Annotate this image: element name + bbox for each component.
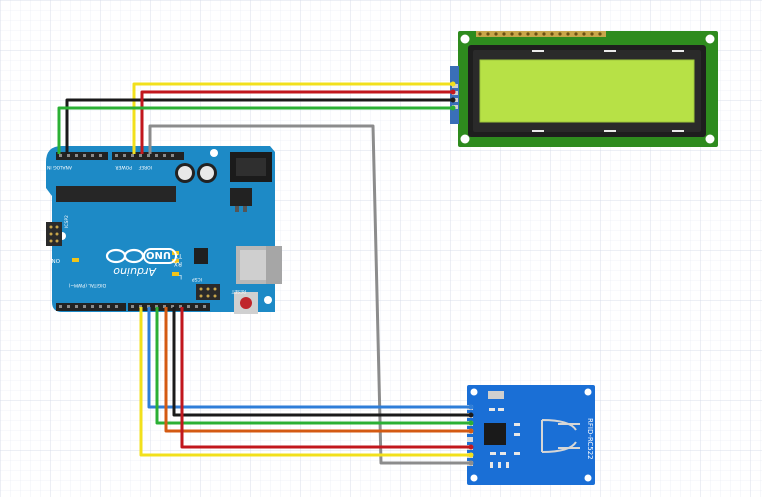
- lcd-mount-hole: [705, 134, 715, 144]
- rx-led: [172, 259, 179, 263]
- analog-header[interactable]: [56, 152, 108, 160]
- icsp2-header[interactable]: [46, 222, 62, 246]
- model-badge: [143, 248, 177, 264]
- atmega-chip: [56, 186, 176, 202]
- wire-red-lcd[interactable]: [140, 90, 452, 154]
- rfid-mount-hole: [470, 388, 478, 396]
- arduino-logo: Arduino UNO: [105, 248, 177, 278]
- wire-yellow-lcd[interactable]: [132, 82, 452, 154]
- board-mount-hole: [264, 296, 272, 304]
- on-label: ON: [52, 257, 60, 263]
- wire-green-lcd[interactable]: [57, 106, 452, 154]
- wire-blue-rfid[interactable]: [147, 307, 470, 409]
- wire-gray-rfid[interactable]: [148, 124, 470, 465]
- brand-label: Arduino: [113, 265, 157, 278]
- digital-label: DIGITAL (PWM~): [68, 282, 106, 288]
- infinity-right-icon: [105, 248, 127, 264]
- wire-yellow-rfid[interactable]: [139, 307, 470, 457]
- icsp2-label: ICSP2: [64, 215, 70, 228]
- rfid-crystal: [488, 391, 504, 399]
- rfid-mount-hole: [584, 388, 592, 396]
- lcd-mount-hole: [460, 34, 470, 44]
- board-mount-hole: [210, 149, 218, 157]
- lcd-mount-hole: [705, 34, 715, 44]
- rfid-chip: [484, 423, 506, 445]
- lcd-mount-hole: [460, 134, 470, 144]
- rfid-module[interactable]: RFID-RC522: [467, 385, 595, 485]
- power-label: POWER: [115, 164, 132, 170]
- lcd-i2c-connector[interactable]: [450, 66, 459, 124]
- wire-orange-rfid[interactable]: [164, 307, 470, 433]
- reset-button-cap[interactable]: [240, 297, 252, 309]
- l-led: [172, 272, 179, 276]
- voltage-regulator: [230, 188, 252, 206]
- icsp-label: ICSP: [192, 276, 202, 282]
- usb-chip: [194, 248, 208, 264]
- wire-black-lcd[interactable]: [65, 98, 452, 154]
- wire-black-rfid[interactable]: [172, 307, 470, 417]
- lcd-module[interactable]: [450, 31, 718, 147]
- lcd-screen: [480, 60, 694, 122]
- rfid-components: [489, 408, 520, 468]
- tx-label: TX: [174, 252, 183, 259]
- wire-endpoints: [450, 81, 474, 466]
- rfid-label: RFID-RC522: [586, 418, 594, 460]
- icsp-header[interactable]: [196, 284, 220, 300]
- analog-label: ANALOG IN: [47, 164, 72, 170]
- digital-header-high[interactable]: [128, 303, 210, 311]
- reset-label: RESET: [231, 288, 246, 294]
- wire-green-rfid[interactable]: [155, 307, 470, 425]
- wires: [57, 82, 470, 465]
- rfid-antenna-icon: [541, 419, 577, 453]
- wire-red-rfid[interactable]: [180, 307, 470, 449]
- on-led: [72, 258, 79, 262]
- lcd-header-pins: [476, 31, 606, 37]
- model-label: UNO: [146, 249, 171, 260]
- ioref-label: IOREF: [138, 164, 152, 170]
- rfid-mount-hole: [470, 474, 478, 482]
- l-label: L: [178, 273, 182, 280]
- arduino-uno-board[interactable]: ANALOG IN POWER IOREF ICSP2 TX RX L ON A…: [46, 146, 282, 314]
- rfid-mount-hole: [584, 474, 592, 482]
- rx-label: RX: [174, 260, 182, 267]
